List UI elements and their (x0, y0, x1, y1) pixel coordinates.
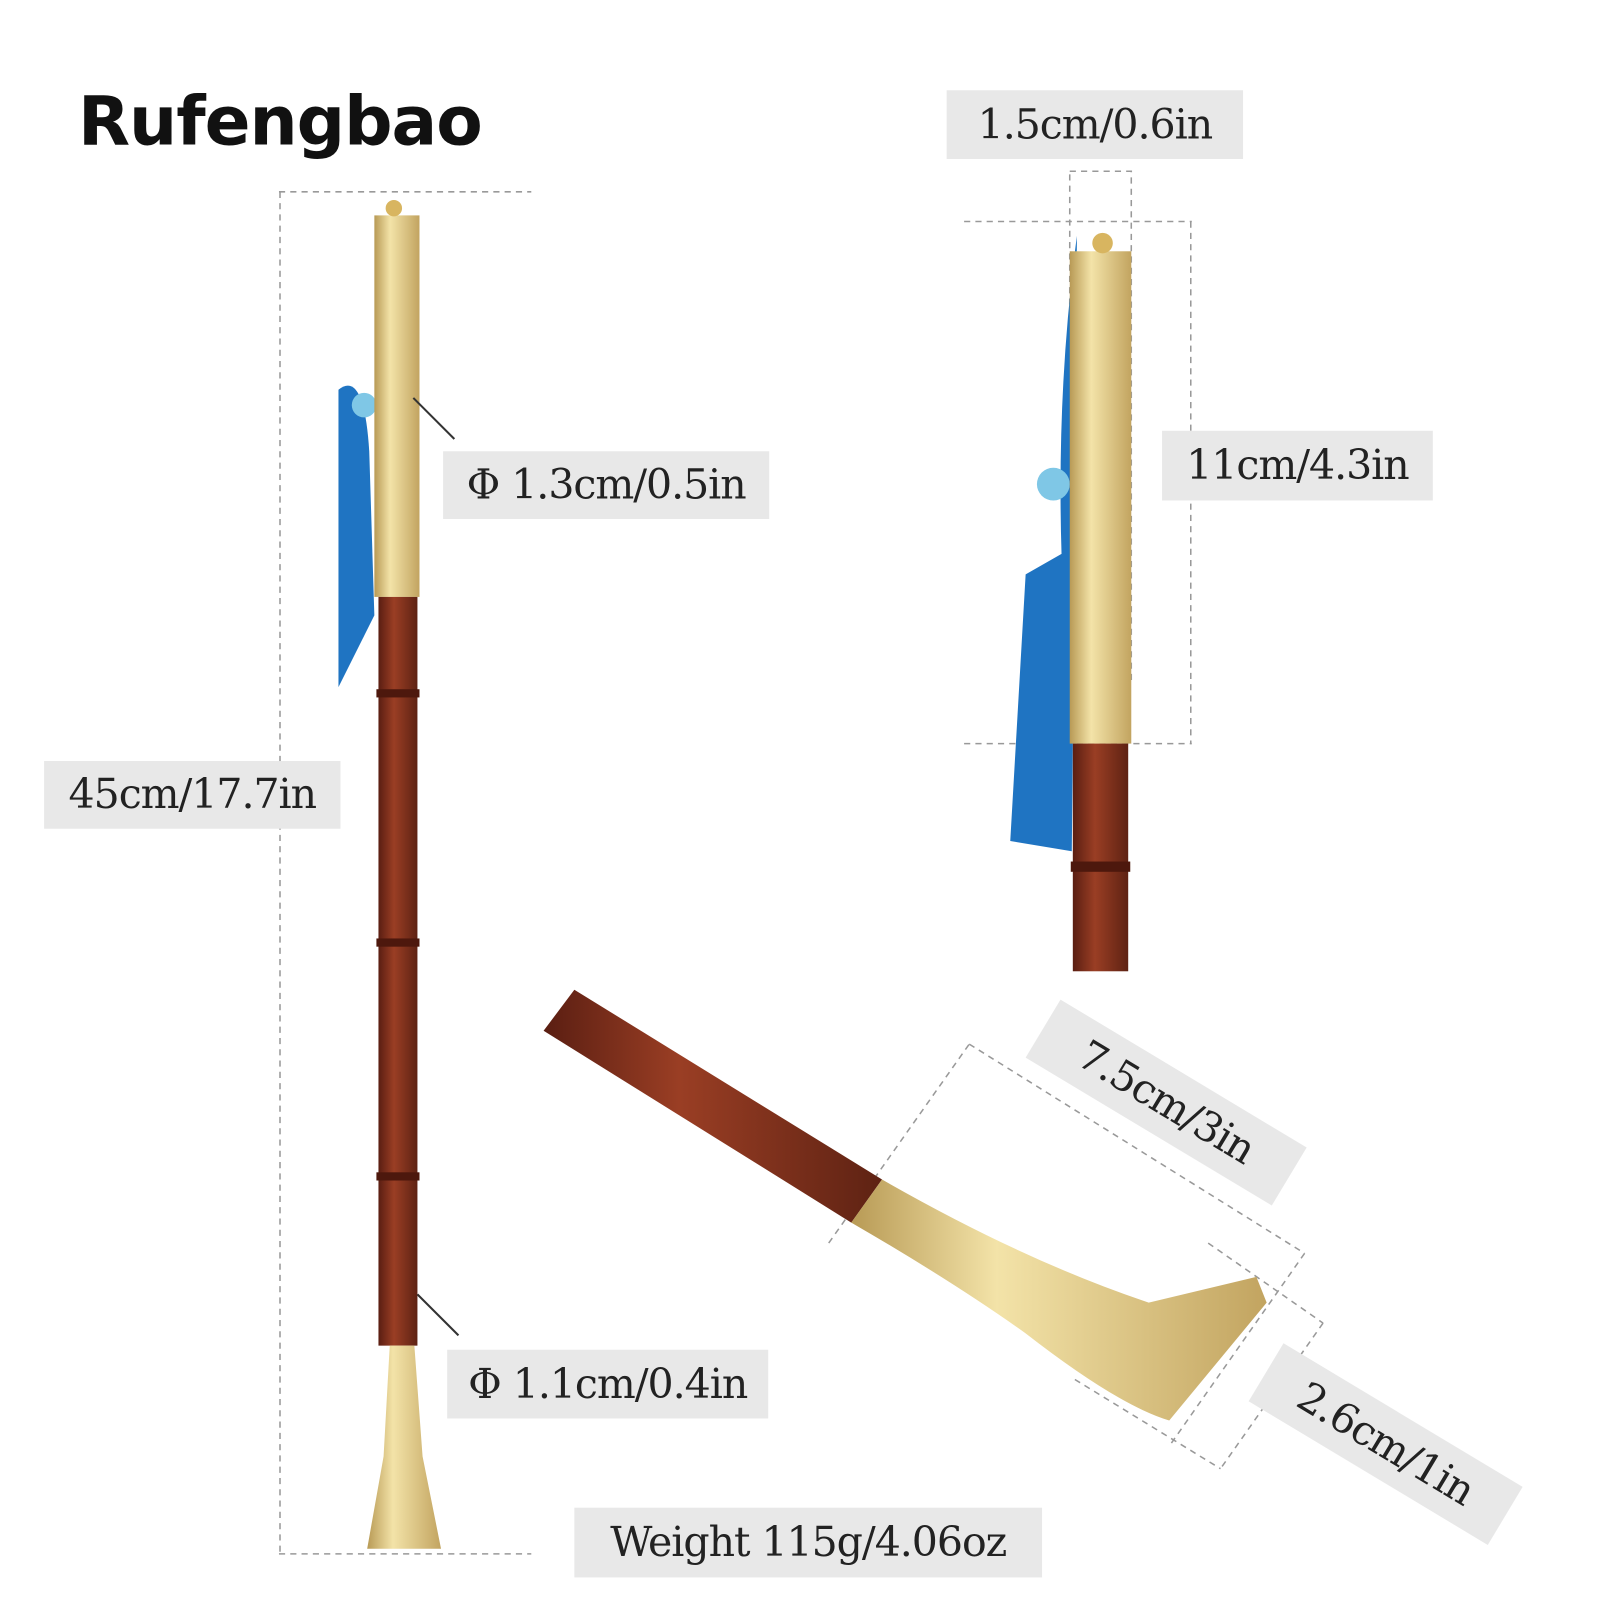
brand-logo: Rufengbao (77, 82, 483, 162)
bottom-diameter-label: Φ 1.1cm/0.4in (447, 1349, 769, 1419)
top-diameter-label: Φ 1.3cm/0.5in (443, 451, 770, 519)
handle-detail (1010, 232, 1132, 972)
head-detail (543, 989, 1267, 1421)
cap-width-label: 1.5cm/0.6in (946, 90, 1244, 159)
weight-label: Weight 115g/4.06oz (574, 1507, 1043, 1578)
gold-length-label: 11cm/4.3in (1162, 430, 1433, 501)
total-length-label: 45cm/17.7in (44, 761, 341, 829)
full-scratcher (338, 199, 460, 1549)
